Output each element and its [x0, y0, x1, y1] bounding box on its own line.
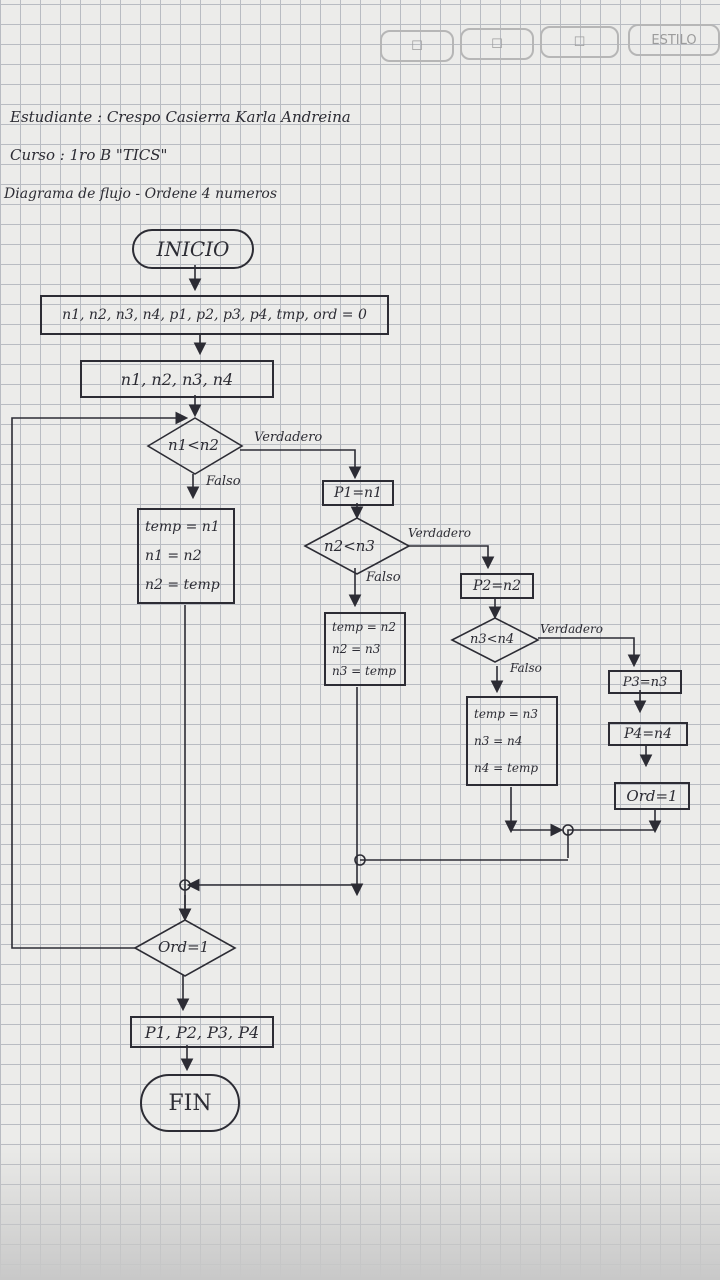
true-label-3: Verdadero [540, 622, 603, 636]
false-label-2: Falso [366, 570, 401, 585]
swap-block-1: temp = n1 n1 = n2 n2 = temp [137, 508, 235, 604]
swap3-line3: n4 = temp [474, 761, 539, 776]
swap1-line3: n2 = temp [145, 577, 220, 594]
swap2-line3: n3 = temp [332, 664, 397, 678]
decision-ord: Ord=1 [158, 938, 210, 956]
declaration-box: n1, n2, n3, n4, p1, p2, p3, p4, tmp, ord… [40, 295, 389, 335]
swap1-line1: temp = n1 [145, 518, 220, 535]
false-label-3: Falso [510, 661, 542, 675]
swap-block-3: temp = n3 n3 = n4 n4 = temp [466, 696, 558, 786]
diagram-title: Diagrama de flujo - Ordene 4 numeros [4, 186, 277, 202]
decision-n1-n2: n1<n2 [168, 436, 219, 454]
swap3-line1: temp = n3 [474, 706, 539, 721]
assign-ord: Ord=1 [614, 782, 690, 810]
notebook-brand-label: ESTILO [628, 24, 720, 56]
notebook-tag-1: ☐ [380, 30, 454, 62]
notebook-tag-2: ☐ [460, 28, 534, 60]
course-label: Curso : 1ro B "TICS" [10, 146, 168, 164]
input-box: n1, n2, n3, n4 [80, 360, 274, 398]
decision-n2-n3: n2<n3 [324, 537, 375, 555]
swap2-line2: n2 = n3 [332, 642, 381, 656]
assign-p1: P1=n1 [322, 480, 394, 506]
swap3-line2: n3 = n4 [474, 733, 523, 748]
output-box: P1, P2, P3, P4 [130, 1016, 274, 1048]
decision-n3-n4: n3<n4 [470, 632, 515, 647]
false-label-1: Falso [206, 474, 241, 489]
true-label-2: Verdadero [408, 526, 471, 540]
start-terminal: INICIO [132, 229, 254, 269]
swap1-line2: n1 = n2 [145, 547, 202, 564]
student-name: Estudiante : Crespo Casierra Karla Andre… [10, 108, 351, 126]
page-shadow [0, 1140, 720, 1280]
true-label-1: Verdadero [254, 430, 323, 445]
assign-p4: P4=n4 [608, 722, 688, 746]
assign-p3: P3=n3 [608, 670, 682, 694]
notebook-tag-3: ☐ [540, 26, 619, 58]
assign-p2: P2=n2 [460, 573, 534, 599]
swap-block-2: temp = n2 n2 = n3 n3 = temp [324, 612, 406, 686]
swap2-line1: temp = n2 [332, 620, 397, 634]
end-terminal: FIN [140, 1074, 240, 1132]
